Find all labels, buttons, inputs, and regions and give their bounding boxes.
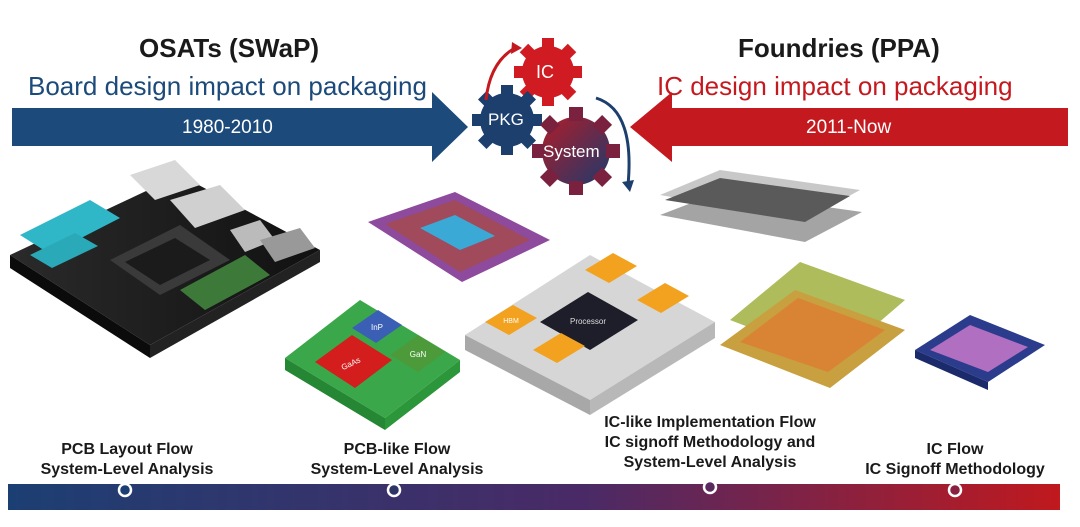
- stage-caption-ic-like: IC-like Implementation Flow IC signoff M…: [604, 414, 816, 471]
- left-era-arrow: [12, 92, 468, 162]
- processor-hbm-package-image: Processor HBM: [465, 253, 715, 415]
- ic-gear-icon: [514, 38, 582, 106]
- timeline-markers: [117, 479, 963, 498]
- left-years-label: 1980-2010: [182, 117, 273, 138]
- chip-hbm-label: HBM: [503, 318, 519, 325]
- package-substrate-image: [368, 192, 550, 282]
- chip-gan-label: GaN: [410, 350, 427, 359]
- ic-die-image: [915, 315, 1045, 390]
- stage-caption-pcb-layout: PCB Layout Flow System-Level Analysis: [40, 441, 214, 478]
- cycle-arrow-top-icon: [484, 46, 516, 101]
- gear-pkg-label: PKG: [488, 110, 524, 129]
- timeline-marker: [947, 482, 963, 498]
- timeline-marker: [386, 482, 402, 498]
- system-gear-icon: [532, 107, 620, 195]
- right-era-arrow: [630, 92, 1068, 162]
- cycle-arrow-right-icon: [595, 96, 631, 186]
- timeline-marker: [702, 479, 718, 495]
- rf-module-image: GaAs InP GaN: [285, 300, 460, 430]
- timeline-marker: [117, 482, 133, 498]
- chip-inp-label: InP: [371, 323, 383, 332]
- chip-processor-label: Processor: [570, 317, 606, 326]
- right-years-label: 2011-Now: [806, 117, 892, 138]
- stage-caption-ic-flow: IC Flow IC Signoff Methodology: [865, 441, 1045, 478]
- left-subtitle: Board design impact on packaging: [28, 71, 427, 101]
- gear-system-label: System: [543, 142, 600, 161]
- gear-ic-label: IC: [536, 62, 554, 82]
- pcb-board-image: [10, 160, 320, 358]
- timeline-bar: [8, 484, 1060, 510]
- die-layout-stack-image: [720, 262, 905, 388]
- right-subtitle: IC design impact on packaging: [657, 71, 1013, 101]
- stage-caption-pcb-like: PCB-like Flow System-Level Analysis: [310, 441, 484, 478]
- right-title: Foundries (PPA): [738, 33, 940, 63]
- interposer-stack-image: [660, 170, 862, 242]
- left-title: OSATs (SWaP): [139, 33, 320, 63]
